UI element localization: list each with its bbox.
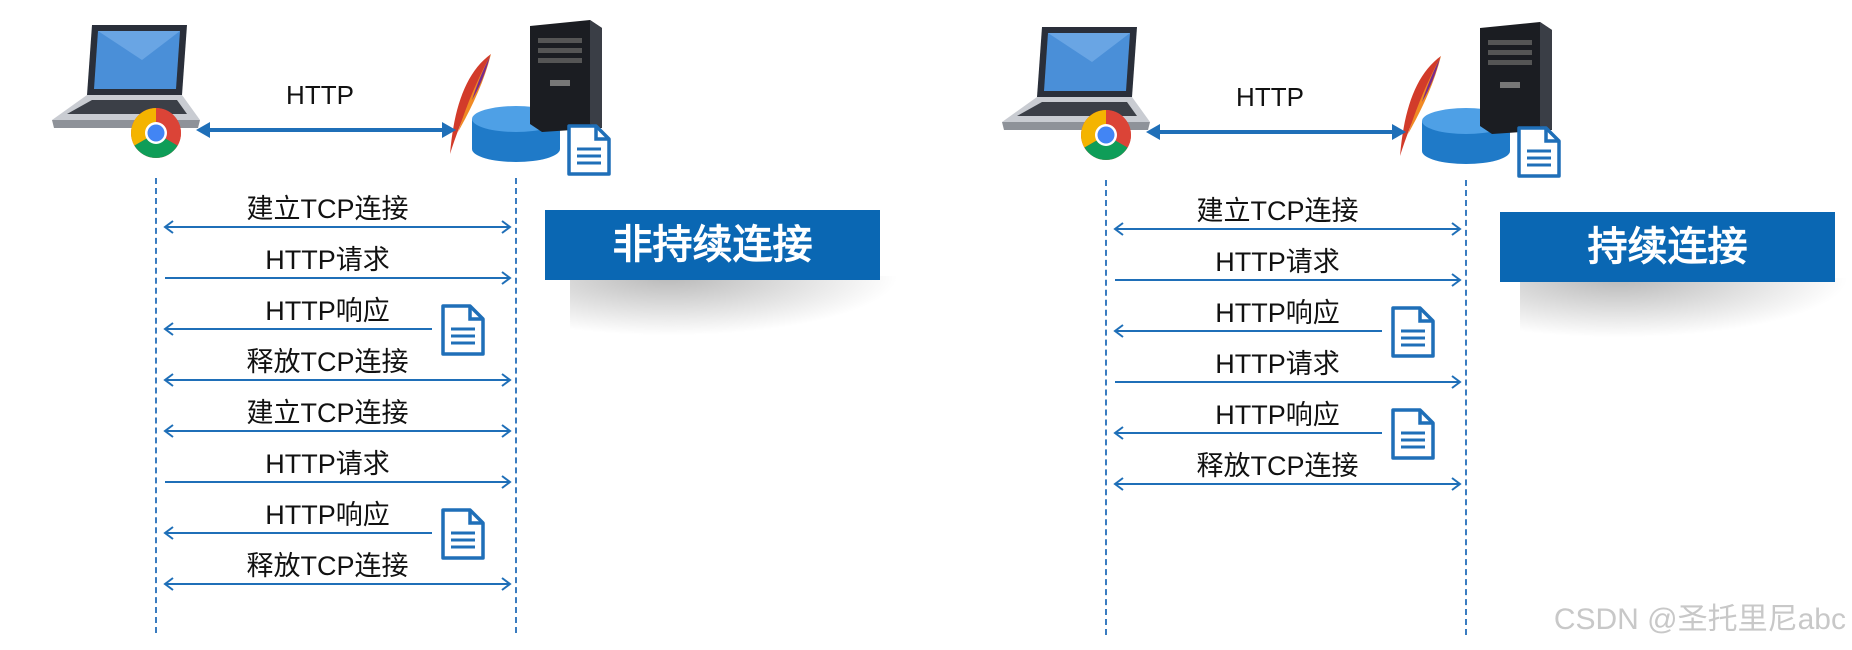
title-shadow [1520, 278, 1850, 338]
message-arrow [1115, 273, 1462, 287]
document-icon [441, 508, 485, 560]
message-arrow [1115, 375, 1462, 389]
message-label: 建立TCP连接 [246, 398, 409, 428]
title-non-persistent: 非持续连接 [545, 210, 880, 280]
protocol-label: HTTP [1236, 82, 1304, 112]
message-arrow [163, 322, 432, 336]
message-arrow [163, 373, 512, 387]
message-label: HTTP响应 [265, 296, 390, 326]
message-label: HTTP请求 [1215, 349, 1340, 379]
panel-non-persistent: HTTP 建立TCP连接 HTTP请求 HTTP响应释放TCP连接建立TCP连接 HT… [0, 0, 900, 650]
message-arrow [163, 577, 512, 591]
message-arrow [1113, 324, 1382, 338]
protocol-label: HTTP [286, 80, 354, 110]
chrome-icon [131, 108, 181, 158]
message-arrow [165, 271, 512, 285]
server-tower-icon [530, 20, 602, 132]
http-arrow [1146, 124, 1406, 140]
message-label: 建立TCP连接 [1196, 196, 1359, 226]
message-label: HTTP响应 [1215, 400, 1340, 430]
message-label: 建立TCP连接 [246, 194, 409, 224]
server-tower-icon [1480, 22, 1552, 134]
message-label: HTTP请求 [265, 449, 390, 479]
laptop-icon [1002, 27, 1150, 130]
message-label: 释放TCP连接 [246, 551, 409, 581]
chrome-icon [1081, 110, 1131, 160]
server-lifeline [515, 178, 517, 633]
message-label: HTTP请求 [265, 245, 390, 275]
message-label: 释放TCP连接 [246, 347, 409, 377]
message-arrow [1113, 477, 1462, 491]
message-arrow [1113, 426, 1382, 440]
laptop-icon [52, 25, 200, 128]
apache-feather-icon [450, 54, 491, 154]
message-label: HTTP请求 [1215, 247, 1340, 277]
server-lifeline [1465, 180, 1467, 635]
document-icon [1517, 126, 1561, 178]
client-lifeline [155, 178, 157, 633]
watermark: CSDN @圣托里尼abc [1553, 603, 1846, 636]
panel-persistent: HTTP 建立TCP连接 HTTP请求 HTTP响应 HTTP请求 HTTP响应释放TC… [950, 0, 1852, 650]
message-label: HTTP响应 [1215, 298, 1340, 328]
message-label: 释放TCP连接 [1196, 451, 1359, 481]
title-persistent: 持续连接 [1500, 212, 1835, 282]
message-arrow [1113, 222, 1462, 236]
document-icon [567, 124, 611, 176]
message-arrow [163, 424, 512, 438]
message-label: HTTP响应 [265, 500, 390, 530]
document-icon [441, 304, 485, 356]
document-icon [1391, 306, 1435, 358]
message-arrow [163, 526, 432, 540]
client-lifeline [1105, 180, 1107, 635]
message-arrow [163, 220, 512, 234]
http-arrow [196, 122, 456, 138]
title-shadow [570, 276, 900, 336]
apache-feather-icon [1400, 56, 1441, 156]
document-icon [1391, 408, 1435, 460]
message-arrow [165, 475, 512, 489]
